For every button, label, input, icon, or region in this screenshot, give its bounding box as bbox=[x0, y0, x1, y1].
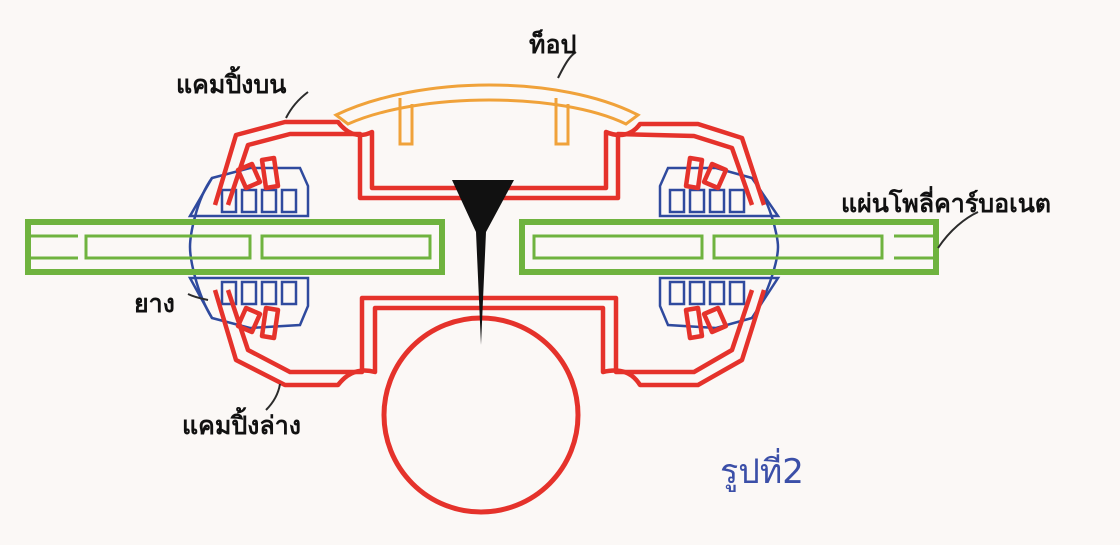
label-top-cap: ท็อป bbox=[529, 29, 576, 59]
label-lower-clamp: แคมปิ้งล่าง bbox=[182, 406, 301, 440]
label-polycarbonate-sheet: แผ่นโพลี่คาร์บอเนต bbox=[841, 186, 1051, 218]
polycarbonate-sheet-left bbox=[25, 219, 445, 275]
support-tube bbox=[381, 315, 581, 515]
rubber-gasket-left bbox=[187, 166, 310, 330]
leader-lines bbox=[187, 51, 979, 411]
figure-caption: รูปที่2 bbox=[720, 448, 804, 492]
label-rubber-gasket: ยาง bbox=[134, 289, 175, 318]
top-cap bbox=[333, 83, 641, 146]
label-upper-clamp: แคมปิ้งบน bbox=[176, 65, 286, 99]
lower-clamp bbox=[212, 289, 767, 388]
screw bbox=[452, 180, 514, 345]
polycarbonate-sheet-right bbox=[519, 219, 939, 275]
